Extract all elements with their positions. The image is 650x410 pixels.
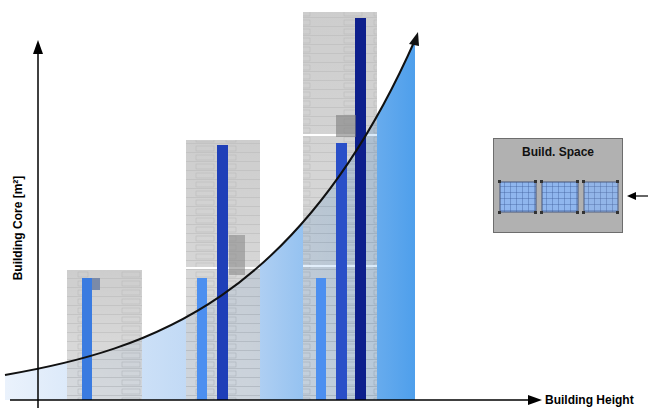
axis-label-y: Building Core [m²]	[11, 176, 25, 281]
build-space-panel: Build. Space	[493, 138, 623, 233]
axis-label-x: Building Height	[545, 393, 634, 407]
panel-heading: Build. Space	[494, 139, 622, 159]
